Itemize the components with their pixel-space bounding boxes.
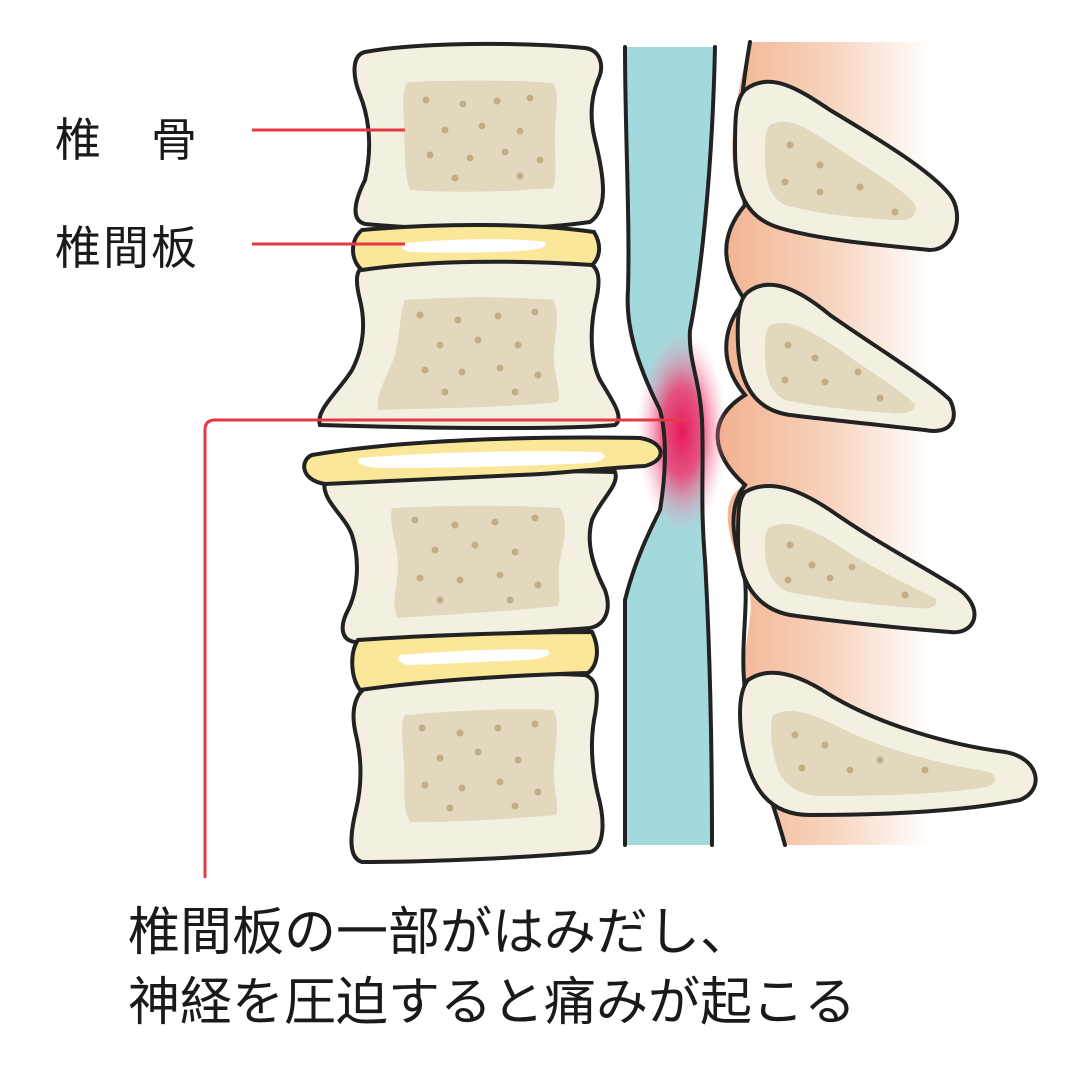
vertebra-body-2 bbox=[317, 256, 621, 431]
vertebra-body-3 bbox=[322, 468, 618, 645]
vertebra-body-4 bbox=[349, 672, 605, 865]
caption-line-1: 椎間板の一部がはみだし、 bbox=[128, 903, 753, 963]
leader-line-herniation bbox=[203, 418, 685, 878]
spinous-process-2 bbox=[735, 282, 956, 433]
nerve-left-edge bbox=[623, 45, 667, 847]
vertebra-body-1 bbox=[352, 41, 605, 231]
label-disc: 椎間板 bbox=[55, 221, 199, 275]
pain-highlight bbox=[637, 332, 727, 532]
disc-herniated bbox=[302, 435, 663, 487]
disc-1 bbox=[351, 222, 601, 273]
spinous-process-4 bbox=[738, 670, 1038, 818]
bone-dots bbox=[411, 94, 929, 812]
spinous-process-1 bbox=[732, 79, 960, 253]
caption-line-2: 神経を圧迫すると痛みが起こる bbox=[128, 973, 857, 1033]
disc-3 bbox=[350, 629, 599, 693]
nerve-right-edge bbox=[687, 45, 717, 847]
caption: 椎間板の一部がはみだし、 神経を圧迫すると痛みが起こる bbox=[128, 898, 856, 1038]
label-vertebra: 椎 骨 bbox=[55, 113, 199, 167]
